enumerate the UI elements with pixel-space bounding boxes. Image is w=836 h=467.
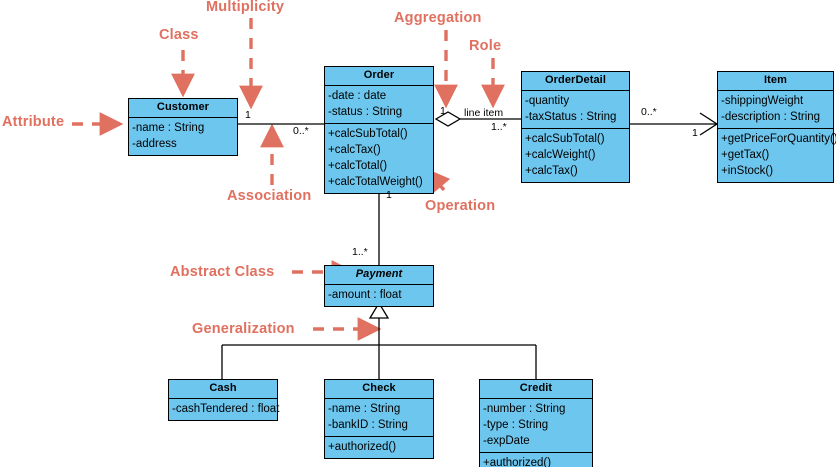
attribute-row: -description : String [721, 111, 821, 123]
class-name-order: Order [325, 67, 433, 86]
multiplicity-payment-many: 1..* [352, 246, 368, 258]
multiplicity-detail-item-many: 0..* [641, 106, 657, 118]
class-name-payment: Payment [325, 266, 433, 285]
class-box-item[interactable]: Item -shippingWeight -description : Stri… [717, 71, 836, 183]
annotation-label-generalization: Generalization [192, 321, 295, 337]
attribute-compartment-customer: -name : String -address [129, 118, 237, 155]
annotation-label-association: Association [227, 188, 312, 204]
operation-row: +calcWeight() [525, 149, 596, 161]
operation-compartment-check: +authorized() [325, 437, 433, 458]
operation-row: +getPriceForQuantity() [721, 133, 836, 145]
class-name-customer: Customer [129, 99, 237, 118]
class-box-orderdetail[interactable]: OrderDetail -quantity -taxStatus : Strin… [521, 71, 630, 183]
attribute-compartment-orderdetail: -quantity -taxStatus : String [522, 91, 629, 129]
attribute-row: -type : String [483, 419, 549, 431]
attribute-row: -date : date [328, 90, 387, 102]
class-name-item: Item [718, 72, 833, 91]
annotation-label-operation: Operation [425, 198, 496, 214]
operation-row: +calcTax() [525, 165, 578, 177]
multiplicity-item-one: 1 [692, 127, 698, 139]
operation-row: +calcSubTotal() [525, 133, 605, 145]
attribute-compartment-check: -name : String -bankID : String [325, 399, 433, 437]
attribute-compartment-item: -shippingWeight -description : String [718, 91, 833, 129]
class-box-cash[interactable]: Cash -cashTendered : float [168, 379, 280, 421]
attribute-row: -name : String [328, 403, 401, 415]
operation-row: +authorized() [483, 457, 552, 467]
attribute-row: -bankID : String [328, 419, 408, 431]
attribute-compartment-cash: -cashTendered : float [169, 399, 280, 420]
operation-compartment-credit: +authorized() [480, 453, 592, 467]
class-box-customer[interactable]: Customer -name : String -address [128, 98, 238, 156]
class-name-check: Check [325, 380, 433, 399]
attribute-compartment-payment: -amount : float [325, 285, 433, 306]
operation-compartment-orderdetail: +calcSubTotal() +calcWeight() +calcTax() [522, 129, 629, 182]
multiplicity-customer-one: 1 [245, 109, 251, 121]
operation-row: +calcTotalWeight() [328, 176, 423, 188]
attribute-row: -shippingWeight [721, 95, 804, 107]
multiplicity-orderdetail-many: 1..* [491, 121, 507, 133]
multiplicity-order-aggregation-one: 1 [440, 105, 446, 117]
multiplicity-order-payment-one: 1 [386, 189, 392, 201]
operation-row: +calcTax() [328, 144, 381, 156]
attribute-row: -expDate [483, 435, 530, 447]
attribute-row: -taxStatus : String [525, 111, 617, 123]
class-name-credit: Credit [480, 380, 592, 399]
annotation-label-role: Role [469, 38, 502, 54]
annotation-label-abstract-class: Abstract Class [170, 264, 275, 280]
attribute-row: -cashTendered : float [172, 403, 280, 415]
attribute-row: -amount : float [328, 289, 402, 301]
annotation-label-class: Class [159, 27, 199, 43]
attribute-row: -number : String [483, 403, 566, 415]
class-box-credit[interactable]: Credit -number : String -type : String -… [479, 379, 593, 467]
attribute-row: -quantity [525, 95, 570, 107]
class-name-cash: Cash [169, 380, 277, 399]
annotation-label-attribute: Attribute [2, 114, 65, 130]
operation-compartment-item: +getPriceForQuantity() +getTax() +inStoc… [718, 129, 836, 182]
operation-row: +inStock() [721, 165, 774, 177]
operation-row: +getTax() [721, 149, 770, 161]
annotation-label-multiplicity: Multiplicity [206, 0, 285, 15]
operation-compartment-order: +calcSubTotal() +calcTax() +calcTotal() … [325, 124, 433, 193]
operation-row: +calcSubTotal() [328, 128, 408, 140]
attribute-compartment-credit: -number : String -type : String -expDate [480, 399, 592, 453]
annotation-label-aggregation: Aggregation [394, 10, 482, 26]
class-box-payment[interactable]: Payment -amount : float [324, 265, 434, 307]
attribute-row: -address [132, 138, 177, 150]
generalization-payment-subclasses [221, 301, 537, 379]
attribute-row: -status : String [328, 106, 403, 118]
attribute-compartment-order: -date : date -status : String [325, 86, 433, 124]
class-name-orderdetail: OrderDetail [522, 72, 629, 91]
class-box-check[interactable]: Check -name : String -bankID : String +a… [324, 379, 434, 459]
multiplicity-order-many: 0..* [293, 125, 309, 137]
operation-row: +authorized() [328, 441, 397, 453]
class-box-order[interactable]: Order -date : date -status : String +cal… [324, 66, 434, 194]
operation-row: +calcTotal() [328, 160, 388, 172]
role-label-line-item: line item [464, 107, 504, 119]
attribute-row: -name : String [132, 122, 205, 134]
